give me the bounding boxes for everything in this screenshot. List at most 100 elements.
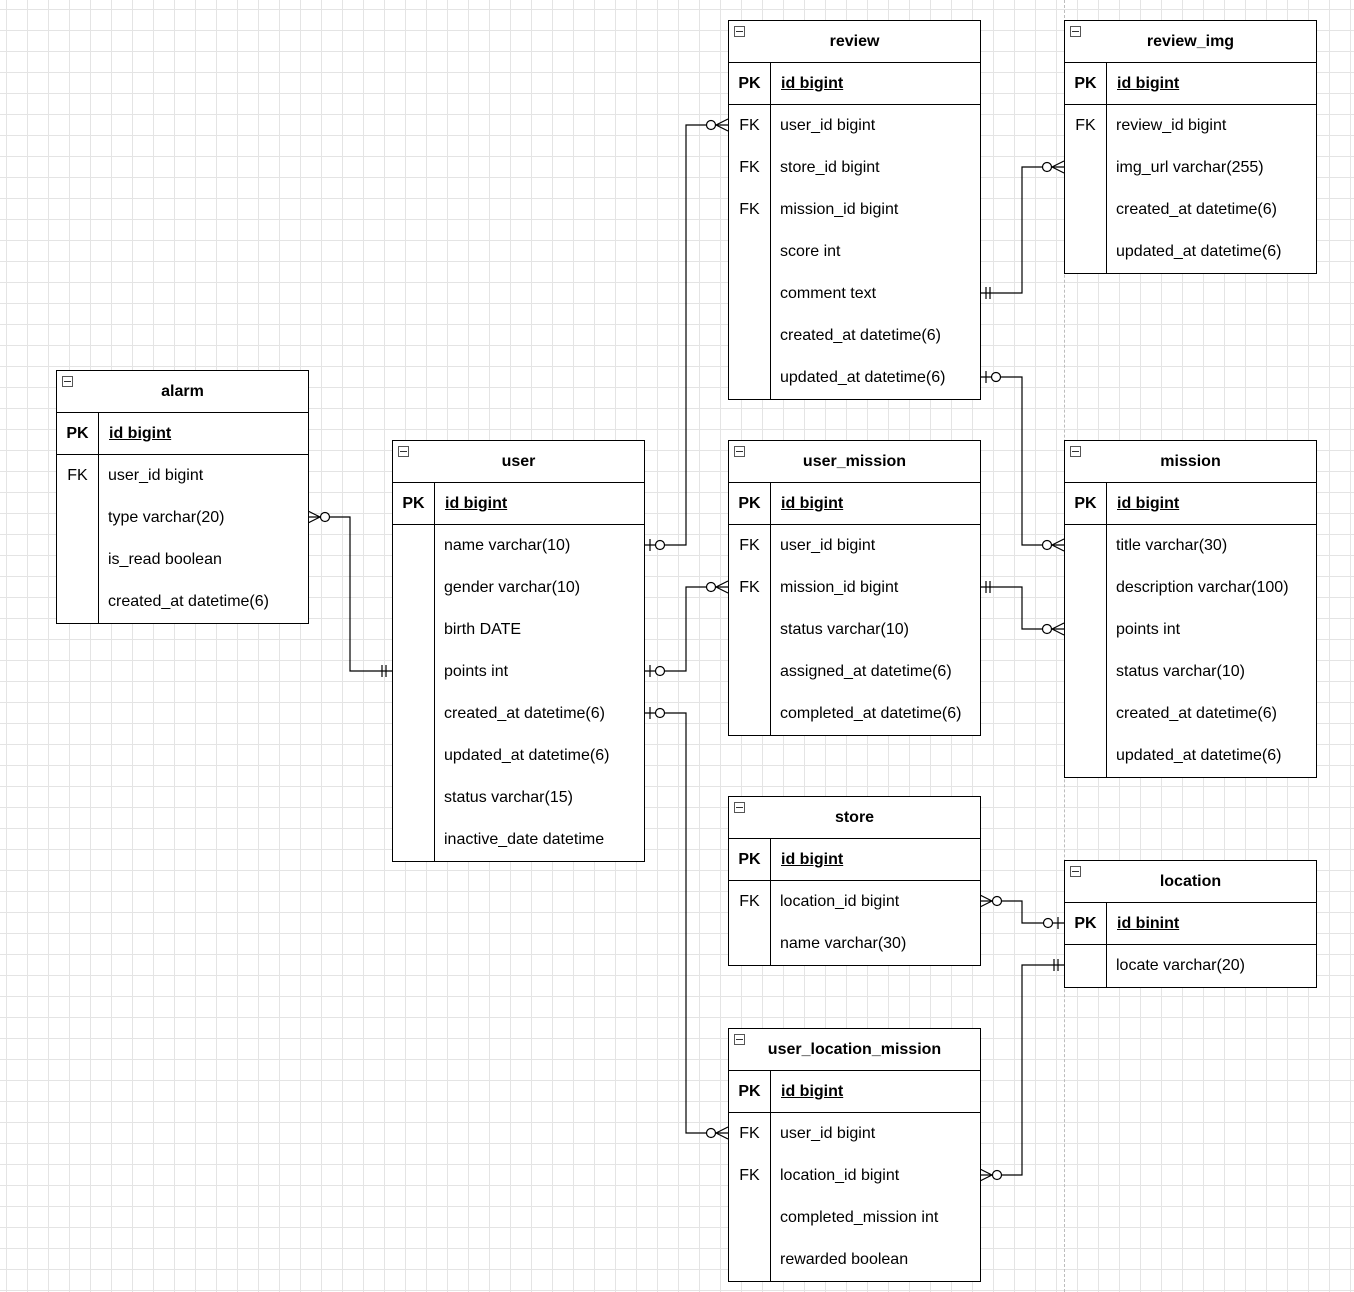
field-row[interactable]: name varchar(30) xyxy=(729,923,980,965)
collapse-icon[interactable] xyxy=(1070,866,1081,877)
field-row[interactable]: created_at datetime(6) xyxy=(1065,693,1316,735)
field-row[interactable]: comment text xyxy=(729,273,980,315)
field-row[interactable]: title varchar(30) xyxy=(1065,525,1316,567)
relationship-user-mission-to-mission[interactable] xyxy=(980,581,1065,636)
collapse-icon[interactable] xyxy=(734,802,745,813)
collapse-icon[interactable] xyxy=(734,446,745,457)
field-name: img_url varchar(255) xyxy=(1116,159,1264,176)
field-row[interactable]: updated_at datetime(6) xyxy=(1065,231,1316,273)
field-row[interactable]: created_at datetime(6) xyxy=(393,693,644,735)
entity-header[interactable]: location xyxy=(1065,861,1316,903)
field-row[interactable]: status varchar(10) xyxy=(729,609,980,651)
field-row[interactable]: name varchar(10) xyxy=(393,525,644,567)
relationship-user-location-mission-to-location[interactable] xyxy=(979,959,1064,1182)
entity-header[interactable]: review xyxy=(729,21,980,63)
relationship-user-to-user-location-mission[interactable] xyxy=(644,707,729,1140)
entity-header[interactable]: mission xyxy=(1065,441,1316,483)
field-name: birth DATE xyxy=(444,621,522,638)
field-row[interactable]: status varchar(10) xyxy=(1065,651,1316,693)
field-row[interactable]: score int xyxy=(729,231,980,273)
entity-header[interactable]: user_mission xyxy=(729,441,980,483)
field-row[interactable]: created_at datetime(6) xyxy=(1065,189,1316,231)
collapse-icon[interactable] xyxy=(62,376,73,387)
key-label xyxy=(393,777,434,819)
entity-header[interactable]: user_location_mission xyxy=(729,1029,980,1071)
collapse-icon[interactable] xyxy=(1070,26,1081,37)
relationship-review-to-mission[interactable] xyxy=(980,371,1065,552)
field-row[interactable]: updated_at datetime(6) xyxy=(729,357,980,399)
key-label: FK xyxy=(739,159,760,176)
relationship-store-to-location[interactable] xyxy=(979,894,1064,929)
field-row[interactable]: inactive_date datetime xyxy=(393,819,644,861)
field-row[interactable]: description varchar(100) xyxy=(1065,567,1316,609)
field-row[interactable]: birth DATE xyxy=(393,609,644,651)
field-name: rewarded boolean xyxy=(780,1251,909,1268)
field-row[interactable]: rewarded boolean xyxy=(729,1239,980,1281)
field-row[interactable]: gender varchar(10) xyxy=(393,567,644,609)
relationship-user-to-user-mission[interactable] xyxy=(644,580,729,677)
key-label: PK xyxy=(729,839,771,880)
entity-header[interactable]: user xyxy=(393,441,644,483)
field-row[interactable]: type varchar(20) xyxy=(57,497,308,539)
field-row[interactable]: created_at datetime(6) xyxy=(57,581,308,623)
key-label: FK xyxy=(67,467,88,484)
key-label xyxy=(393,609,434,651)
field-row[interactable]: locate varchar(20) xyxy=(1065,945,1316,987)
field-row[interactable]: updated_at datetime(6) xyxy=(1065,735,1316,777)
relationship-alarm-to-user[interactable] xyxy=(307,510,392,677)
relationship-user-to-review[interactable] xyxy=(644,118,729,551)
field-row[interactable]: status varchar(15) xyxy=(393,777,644,819)
field-row[interactable]: assigned_at datetime(6) xyxy=(729,651,980,693)
relationship-review-to-review-img[interactable] xyxy=(980,160,1065,299)
entity-title: user xyxy=(501,452,536,470)
field-name: updated_at datetime(6) xyxy=(780,369,946,386)
collapse-icon[interactable] xyxy=(398,446,409,457)
entity-header[interactable]: review_img xyxy=(1065,21,1316,63)
key-label: FK xyxy=(739,537,760,554)
field-row[interactable]: completed_at datetime(6) xyxy=(729,693,980,735)
field-name: created_at datetime(6) xyxy=(108,593,269,610)
collapse-icon[interactable] xyxy=(1070,446,1081,457)
field-row[interactable]: created_at datetime(6) xyxy=(729,315,980,357)
collapse-icon[interactable] xyxy=(734,26,745,37)
collapse-icon[interactable] xyxy=(734,1034,745,1045)
field-row[interactable]: points int xyxy=(1065,609,1316,651)
entity-header[interactable]: store xyxy=(729,797,980,839)
field-name: id bigint xyxy=(1117,74,1180,92)
field-row[interactable]: points int xyxy=(393,651,644,693)
entity-header[interactable]: alarm xyxy=(57,371,308,413)
field-row[interactable]: is_read boolean xyxy=(57,539,308,581)
field-row[interactable]: completed_mission int xyxy=(729,1197,980,1239)
field-row[interactable]: img_url varchar(255) xyxy=(1065,147,1316,189)
field-row[interactable]: updated_at datetime(6) xyxy=(393,735,644,777)
